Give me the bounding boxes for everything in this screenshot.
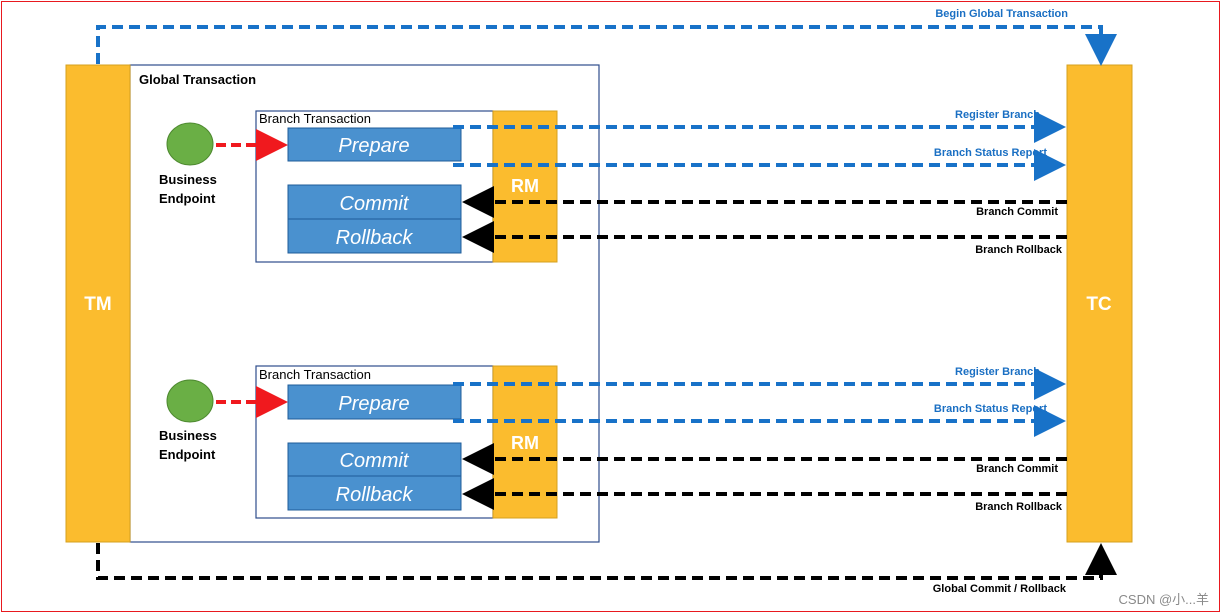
rollback-box — [287, 218, 462, 254]
begin-global-transaction-label: Begin Global Transaction — [935, 8, 1068, 20]
branch-rollback-label: Branch Rollback — [975, 501, 1063, 513]
commit-box — [287, 184, 462, 220]
watermark: CSDN @小...羊 — [1119, 592, 1209, 607]
rollback-box — [287, 475, 462, 511]
rm-label: RM — [511, 176, 539, 196]
tm-bar — [65, 64, 131, 543]
business-endpoint-label-line2: Endpoint — [159, 447, 216, 462]
branch-transaction-label: Branch Transaction — [259, 367, 371, 382]
branch-commit-label: Branch Commit — [976, 463, 1058, 475]
rollback-label: Rollback — [336, 227, 414, 249]
tc-label: TC — [1086, 294, 1112, 315]
business-endpoint-circle — [166, 122, 214, 166]
global-transaction-label: Global Transaction — [139, 72, 256, 87]
branch-transaction-label: Branch Transaction — [259, 111, 371, 126]
branch-status-report-label: Branch Status Report — [934, 147, 1047, 159]
prepare-box — [287, 127, 462, 162]
prepare-label: Prepare — [338, 393, 409, 415]
global-commit-rollback-label: Global Commit / Rollback — [933, 583, 1067, 595]
tm-label: TM — [84, 294, 111, 315]
rm-label: RM — [511, 433, 539, 453]
branch-2: Branch Transaction Business Endpoint Pre… — [159, 365, 1067, 519]
business-endpoint-label-line1: Business — [159, 172, 217, 187]
commit-label: Commit — [340, 193, 410, 215]
business-endpoint-label-line2: Endpoint — [159, 191, 216, 206]
branch-rollback-label: Branch Rollback — [975, 244, 1063, 256]
commit-box — [287, 442, 462, 477]
business-endpoint-circle — [166, 379, 214, 423]
prepare-label: Prepare — [338, 135, 409, 157]
commit-label: Commit — [340, 450, 410, 472]
business-endpoint-label-line1: Business — [159, 428, 217, 443]
begin-global-transaction-arrow — [96, 25, 1117, 66]
rollback-label: Rollback — [336, 484, 414, 506]
branch-1: Branch Transaction Business Endpoint Pre… — [159, 109, 1067, 263]
global-commit-rollback-arrow — [96, 543, 1117, 580]
register-branch-label: Register Branch — [955, 109, 1040, 121]
branch-status-report-label: Branch Status Report — [934, 403, 1047, 415]
branch-commit-label: Branch Commit — [976, 206, 1058, 218]
register-branch-label: Register Branch — [955, 366, 1040, 378]
prepare-box — [287, 384, 462, 420]
